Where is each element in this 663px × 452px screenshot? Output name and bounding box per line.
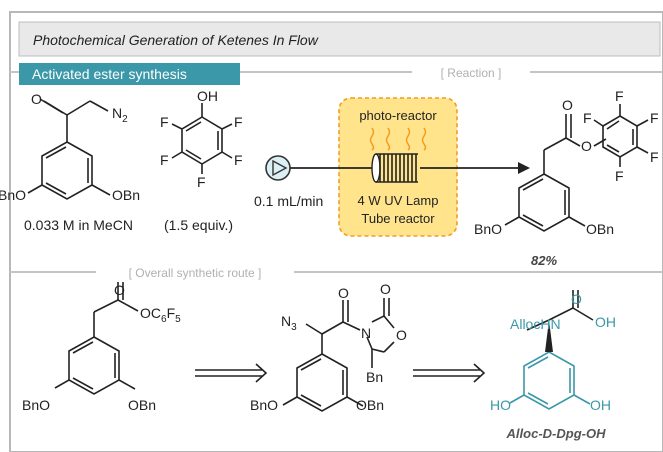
ester-carbonyl-o: O [562, 97, 573, 113]
pentafluorophenol-structure [171, 103, 233, 174]
final-ho: HO [490, 397, 511, 413]
reagent2-amount: (1.5 equiv.) [164, 217, 233, 233]
final-compound-name: Alloc-D-Dpg-OH [506, 426, 607, 441]
yield-label: 82% [531, 253, 557, 268]
diazoketone-structure [27, 98, 111, 200]
final-carbonyl-o: O [571, 291, 582, 307]
final-stereocenter-bonds [526, 290, 594, 331]
pfp-f-1: F [234, 114, 243, 130]
ester-f-5: F [583, 110, 592, 126]
pfp-ester-structure [504, 104, 649, 232]
diazoketone-n2: N2 [112, 105, 128, 125]
reactor-tube: Tube reactor [361, 211, 435, 226]
ester-obn: OBn [586, 221, 614, 237]
final-wedge-bond [545, 320, 553, 352]
ester-bno: BnO [474, 221, 502, 237]
oxazolidinone-o-ring: O [396, 327, 407, 343]
route-label: [ Overall synthetic route ] [129, 266, 262, 280]
route-arrow-2-head [473, 363, 486, 383]
ester-o: O [581, 138, 592, 154]
section-tag-label: Activated ester synthesis [32, 66, 187, 82]
route-start-structure [54, 282, 139, 395]
pfp-f-5: F [160, 114, 169, 130]
ester-f-1: F [615, 88, 624, 104]
intermediate-bno: BnO [250, 397, 278, 413]
pfp-f-3: F [197, 174, 206, 190]
diazoketone-obn: OBn [112, 187, 140, 203]
diazoketone-bno: BnO [0, 187, 26, 203]
header-title: Photochemical Generation of Ketenes In F… [33, 32, 319, 48]
header-bar [18, 21, 661, 57]
coil-reactor-icon [371, 153, 420, 183]
section-tag [19, 63, 240, 85]
flow-rate: 0.1 mL/min [254, 193, 323, 209]
intermediate-carbonyl-o: O [338, 285, 349, 301]
flow-arrowhead [518, 162, 530, 174]
ester-f-4: F [615, 168, 624, 184]
diazoketone-o: O [31, 91, 42, 107]
final-oh-ring: OH [590, 397, 611, 413]
ester-f-2: F [650, 110, 659, 126]
route-start-obn: OBn [128, 397, 156, 413]
light-rays-icon [369, 127, 427, 151]
oxazolidinone-o-top: O [380, 281, 391, 297]
final-oh: OH [595, 314, 616, 330]
intermediate-bn: Bn [366, 369, 383, 385]
route-start-o: O [114, 282, 125, 298]
ester-f-3: F [650, 149, 659, 165]
outer-frame [9, 11, 663, 452]
intermediate-obn: OBn [356, 397, 384, 413]
intermediate-n: N [361, 325, 371, 341]
final-allochn: AllocHN [510, 316, 561, 332]
reactor-title: photo-reactor [359, 108, 437, 123]
reaction-label: [ Reaction ] [441, 66, 502, 80]
pfp-f-2: F [234, 152, 243, 168]
intermediate-n3: N3 [281, 313, 297, 333]
reagent1-amount: 0.033 M in MeCN [24, 217, 133, 233]
route-start-oc6f5: OC6F5 [140, 305, 181, 325]
route-start-bno: BnO [22, 397, 50, 413]
reaction-label-bg [412, 64, 530, 80]
pfp-f-4: F [160, 152, 169, 168]
route-label-bg [96, 264, 294, 280]
route-arrow-1-head [255, 363, 268, 383]
pump-arrow-icon [272, 159, 288, 177]
reactor-lamp: 4 W UV Lamp [358, 193, 439, 208]
route-intermediate-structure [282, 298, 395, 412]
pfp-oh: OH [197, 88, 218, 104]
route-final-structure [509, 351, 591, 410]
